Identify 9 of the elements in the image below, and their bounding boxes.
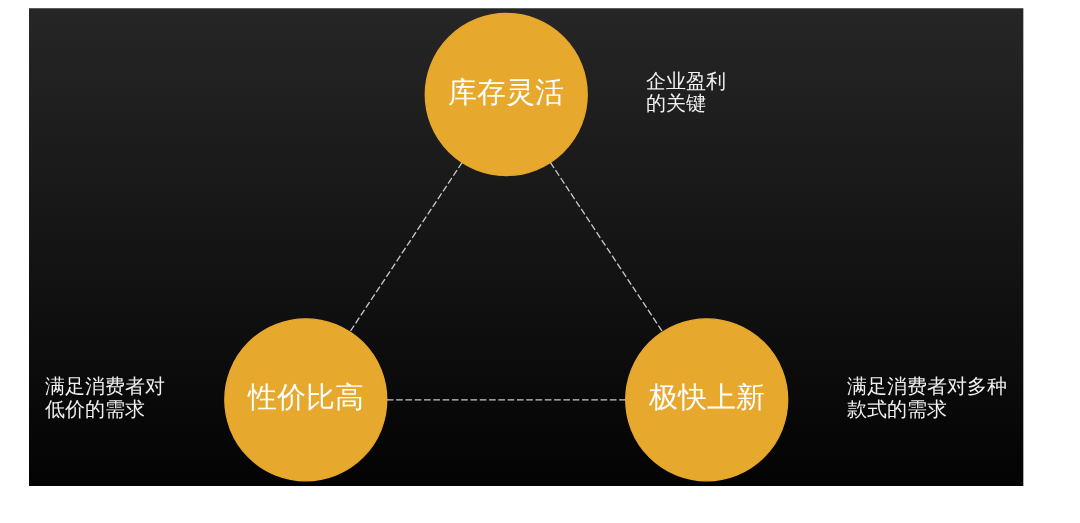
connector <box>385 399 626 401</box>
node-circle: 库存灵活 <box>424 12 588 177</box>
node-label: 满足消费者对多种款式的需求 <box>846 375 1007 421</box>
node-label: 满足消费者对低价的需求 <box>44 375 165 421</box>
connector <box>549 161 663 333</box>
node-circle: 性价比高 <box>223 318 387 482</box>
node-label: 企业盈利的关键 <box>645 69 726 116</box>
connector <box>348 161 463 333</box>
node-circle: 极快上新 <box>624 318 788 482</box>
